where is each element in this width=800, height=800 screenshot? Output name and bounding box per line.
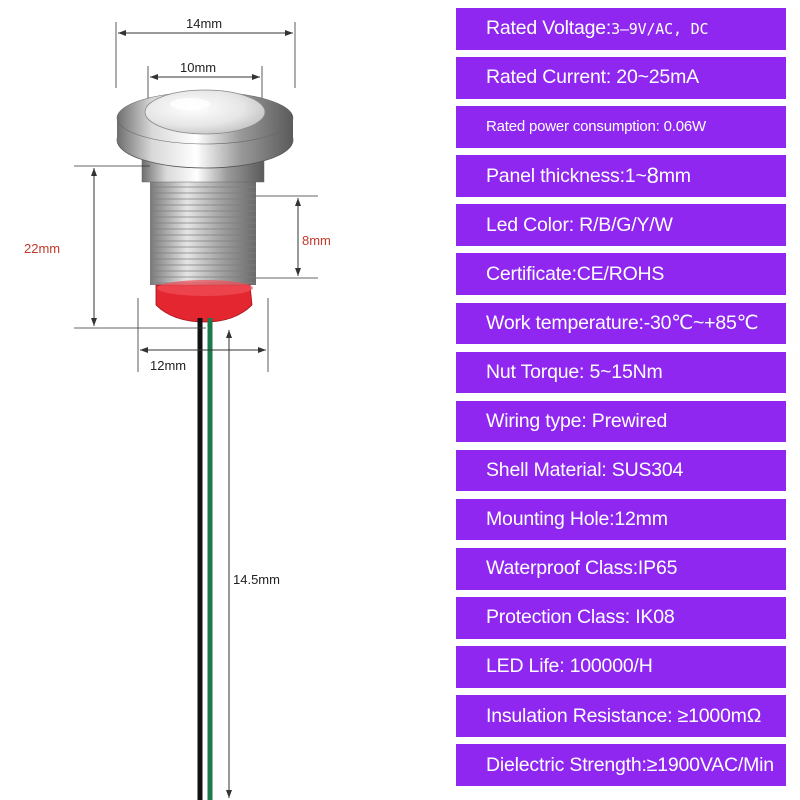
spec-list: Rated Voltage:3–9V/AC, DC Rated Current:… (456, 8, 786, 786)
dimension-body-length: 22mm (24, 165, 206, 329)
spec-insulation-resistance: Insulation Resistance: ≥1000mΩ (456, 695, 786, 737)
dimension-head-width: 14mm (115, 16, 296, 88)
product-diagram: 14mm 10mm 22mm (24, 16, 331, 800)
spec-mounting-hole: Mounting Hole:12mm (456, 498, 786, 541)
dimension-wire-length: 14.5mm (226, 330, 280, 798)
lead-wires (197, 318, 213, 800)
spec-led-color: Led Color: R/B/G/Y/W (456, 204, 786, 246)
spec-rated-power: Rated power consumption: 0.06W (456, 106, 786, 148)
spec-nut-torque: Nut Torque: 5~15Nm (456, 351, 786, 394)
thread-length-label: 8mm (302, 233, 331, 248)
mount-diameter-label: 12mm (150, 358, 186, 373)
led-body (116, 89, 294, 285)
lens-width-label: 10mm (180, 60, 216, 75)
spec-rated-current: Rated Current: 20~25mA (456, 57, 786, 99)
spec-work-temperature: Work temperature:-30℃~+85℃ (456, 302, 786, 345)
spec-certificate: Certificate:CE/ROHS (456, 253, 786, 295)
dimension-lens-width: 10mm (147, 60, 263, 110)
red-gasket (155, 280, 253, 323)
spec-protection-class: Protection Class: IK08 (456, 597, 786, 639)
body-length-label: 22mm (24, 241, 60, 256)
spec-led-life: LED Life: 100000/H (456, 646, 786, 688)
head-width-label: 14mm (186, 16, 222, 31)
wire-length-label: 14.5mm (233, 572, 280, 587)
spec-dielectric-strength: Dielectric Strength:≥1900VAC/Min (456, 744, 786, 786)
dimension-mount-diameter: 12mm (137, 298, 269, 373)
dimension-thread-length: 8mm (256, 195, 331, 279)
spec-waterproof-class: Waterproof Class:IP65 (456, 548, 786, 590)
spec-rated-voltage: Rated Voltage:3–9V/AC, DC (456, 8, 786, 50)
spec-wiring-type: Wiring type: Prewired (456, 400, 786, 443)
spec-shell-material: Shell Material: SUS304 (456, 449, 786, 492)
